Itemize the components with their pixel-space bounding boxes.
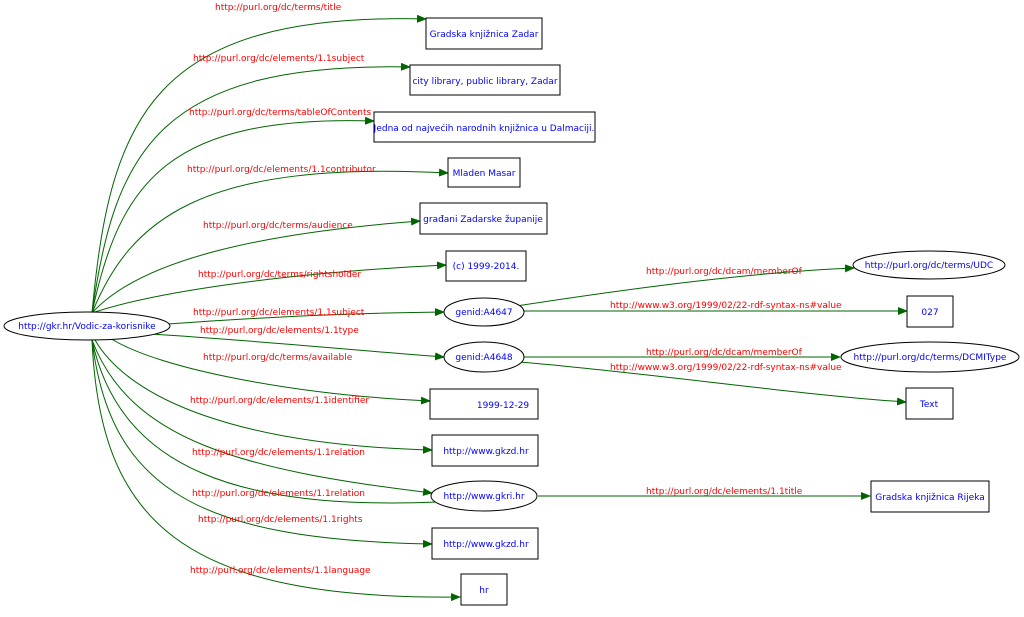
node-rijeka-label: Gradska knjižnica Rijeka	[875, 493, 985, 503]
node-rights[interactable]: http://www.gkzd.hr	[431, 527, 539, 560]
node-rights-label: http://www.gkzd.hr	[443, 540, 529, 550]
edge-label-memberof-2: http://purl.org/dc/dcam/memberOf	[646, 348, 803, 358]
edge-audience	[91, 217, 421, 314]
node-identifier-label: http://www.gkzd.hr	[443, 447, 529, 457]
node-dcmitype-label: http://purl.org/dc/terms/DCMIType	[854, 353, 1007, 363]
node-gkri[interactable]: http://www.gkri.hr	[430, 480, 538, 512]
node-027-label: 027	[921, 308, 938, 318]
edge-relation-1	[91, 339, 433, 496]
node-language[interactable]: hr	[460, 573, 508, 606]
edge-table-of-contents	[91, 116, 375, 314]
edge-identifier	[94, 339, 433, 454]
node-table-of-contents[interactable]: Jedna od najvećih narodnih knjižnica u D…	[373, 111, 596, 143]
node-text-type-label: Text	[919, 400, 939, 410]
node-genid-a4648[interactable]: genid:A4648	[443, 341, 525, 373]
edge-label-language: http://purl.org/dc/elements/1.1language	[190, 566, 371, 576]
node-rightsholder[interactable]: (c) 1999-2014.	[445, 250, 527, 282]
edge-label-contributor: http://purl.org/dc/elements/1.1contribut…	[187, 165, 376, 175]
node-genid-a4647[interactable]: genid:A4647	[443, 297, 525, 327]
edge-label-type: http://purl.org/dc/elements/1.1type	[200, 326, 359, 336]
edge-label-rightsholder: http://purl.org/dc/terms/rightsholder	[198, 270, 361, 280]
node-text-type[interactable]: Text	[905, 387, 954, 420]
edge-type	[149, 333, 445, 361]
edge-label-title: http://purl.org/dc/terms/title	[215, 3, 342, 13]
node-027[interactable]: 027	[906, 295, 954, 328]
edge-label-available: http://purl.org/dc/terms/available	[203, 353, 353, 363]
edge-labels: http://purl.org/dc/terms/title http://pu…	[187, 3, 842, 576]
edge-label-memberof-1: http://purl.org/dc/dcam/memberOf	[646, 267, 803, 277]
edge-label-audience: http://purl.org/dc/terms/audience	[203, 221, 353, 231]
node-table-of-contents-label: Jedna od najvećih narodnih knjižnica u D…	[373, 123, 595, 134]
node-rightsholder-label: (c) 1999-2014.	[453, 262, 520, 272]
node-audience[interactable]: građani Zadarske županije	[419, 202, 548, 235]
edge-title	[91, 14, 427, 314]
edge-label-table-of-contents: http://purl.org/dc/terms/tableOfContents	[189, 108, 371, 118]
node-available[interactable]: 1999-12-29	[429, 388, 539, 420]
edge-rightsholder	[91, 261, 447, 314]
edge-label-relation-2: http://purl.org/dc/elements/1.1relation	[192, 489, 365, 499]
node-title[interactable]: Gradska knjižnica Zadar	[425, 17, 543, 50]
node-dcmitype[interactable]: http://purl.org/dc/terms/DCMIType	[840, 341, 1020, 373]
node-contributor-label: Mladen Masar	[453, 169, 516, 179]
node-audience-label: građani Zadarske županije	[423, 215, 543, 225]
edge-label-subject-literal: http://purl.org/dc/elements/1.1subject	[193, 54, 365, 64]
node-gkri-label: http://www.gkri.hr	[443, 492, 524, 502]
node-language-label: hr	[479, 586, 489, 596]
node-contributor[interactable]: Mladen Masar	[447, 157, 521, 188]
edge-subject-literal	[91, 62, 411, 314]
node-root[interactable]: http://gkr.hr/Vodic-za-korisnike	[3, 311, 171, 341]
edge-label-gkri-title: http://purl.org/dc/elements/1.1title	[646, 487, 803, 497]
edge-label-value-1: http://www.w3.org/1999/02/22-rdf-syntax-…	[610, 301, 842, 311]
edge-rights	[91, 339, 433, 548]
edge-memberof-1	[509, 264, 855, 308]
edge-label-relation-1: http://purl.org/dc/elements/1.1relation	[192, 448, 365, 458]
edge-contributor	[91, 168, 449, 314]
edge-language	[91, 339, 461, 602]
edge-relation-2	[91, 339, 439, 504]
edges	[91, 14, 908, 602]
node-genid-a4647-label: genid:A4647	[455, 308, 512, 318]
edge-subject-genid	[167, 308, 445, 325]
edge-label-value-2: http://www.w3.org/1999/02/22-rdf-syntax-…	[610, 363, 842, 373]
node-genid-a4648-label: genid:A4648	[455, 353, 513, 363]
node-subject-literal[interactable]: city library, public library, Zadar	[409, 64, 561, 96]
edge-label-identifier: http://purl.org/dc/elements/1.1identifie…	[190, 396, 369, 406]
node-udc-label: http://purl.org/dc/terms/UDC	[865, 261, 993, 271]
node-title-label: Gradska knjižnica Zadar	[430, 30, 539, 40]
node-subject-literal-label: city library, public library, Zadar	[412, 77, 557, 87]
edge-available	[109, 337, 431, 405]
node-rijeka[interactable]: Gradska knjižnica Rijeka	[870, 480, 990, 513]
edge-value-2	[519, 361, 907, 406]
node-udc[interactable]: http://purl.org/dc/terms/UDC	[852, 250, 1006, 280]
node-identifier[interactable]: http://www.gkzd.hr	[431, 434, 539, 467]
edge-label-rights: http://purl.org/dc/elements/1.1rights	[198, 515, 363, 525]
node-available-label: 1999-12-29	[477, 401, 530, 411]
nodes: http://gkr.hr/Vodic-za-korisnike Gradska…	[3, 17, 1020, 606]
edge-label-subject-genid: http://purl.org/dc/elements/1.1subject	[193, 308, 365, 318]
node-root-label: http://gkr.hr/Vodic-za-korisnike	[18, 322, 156, 332]
